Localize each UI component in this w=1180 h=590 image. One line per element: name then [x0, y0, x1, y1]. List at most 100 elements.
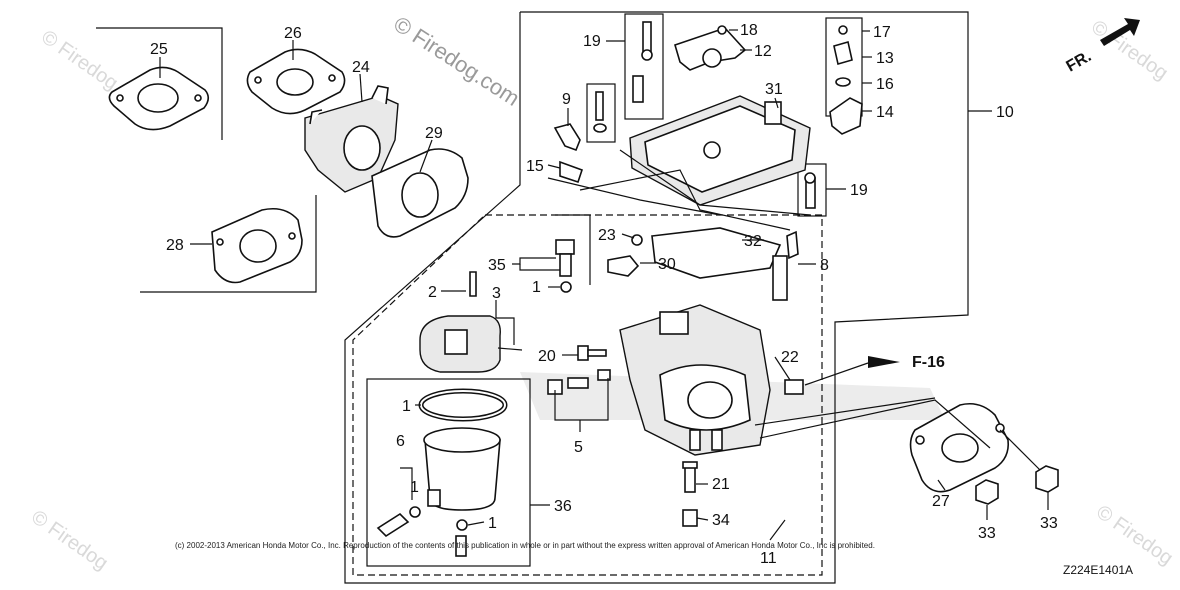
callout-36: 36	[554, 498, 572, 515]
callout-31: 31	[765, 81, 783, 98]
callout-17: 17	[873, 24, 891, 41]
callout-12: 12	[754, 43, 772, 60]
callout-27: 27	[932, 493, 950, 510]
callout-19-right: 19	[850, 182, 868, 199]
callout-35: 35	[488, 257, 506, 274]
part-12-lever-plate	[674, 27, 747, 71]
diagram-code: Z224E1401A	[1063, 563, 1133, 577]
callout-6: 6	[396, 433, 405, 450]
carburetor-body	[619, 304, 771, 456]
linkage-rod-2	[619, 149, 811, 216]
callout-24: 24	[352, 59, 370, 76]
callout-32: 32	[744, 233, 762, 250]
box-19-right	[797, 163, 827, 217]
callout-11: 11	[760, 550, 777, 567]
part-23-washer	[631, 234, 643, 246]
leader-lines	[159, 29, 1049, 541]
leader-31	[547, 177, 721, 216]
part-24-insulator	[304, 85, 399, 193]
box-19-top	[624, 13, 664, 120]
part-1-screw-bottom	[455, 519, 468, 557]
part-19-screw-top	[632, 21, 653, 103]
part-21-jet	[682, 461, 698, 493]
part-33-nut-a	[975, 479, 999, 505]
callout-1-c: 1	[410, 479, 419, 496]
group-outline-10	[520, 11, 969, 584]
watermark-faint: © Firedog	[1092, 501, 1177, 570]
callout-20: 20	[538, 348, 556, 365]
callout-21: 21	[712, 476, 730, 493]
callout-8: 8	[820, 257, 829, 274]
part-13-lever	[833, 25, 853, 87]
part-34-jet	[682, 509, 698, 527]
callout-30: 30	[658, 256, 676, 273]
leader-27-b	[759, 399, 991, 449]
callouts: 25 26 24 29 28 18 12 19 17 13 16 14 10 3…	[150, 22, 1058, 567]
part-30-float	[607, 255, 640, 277]
part-3-float	[419, 315, 523, 373]
part-22-jet	[784, 379, 804, 395]
part-36-float-bowl	[423, 427, 501, 511]
part-19-screw-right	[804, 172, 816, 209]
linkage-rod	[579, 169, 791, 231]
callout-25: 25	[150, 41, 168, 58]
callout-3: 3	[492, 285, 501, 302]
leader-33	[999, 429, 1041, 471]
box-35	[555, 214, 591, 285]
callout-26: 26	[284, 25, 302, 42]
part-1-ring-top	[560, 281, 572, 293]
part-20-screw	[577, 345, 607, 361]
group-box-25	[96, 27, 223, 140]
reference-label: F-16	[912, 354, 945, 371]
part-35-valve	[555, 239, 575, 277]
callout-13: 13	[876, 50, 894, 67]
callout-33-a: 33	[978, 525, 996, 542]
callout-1-a: 1	[532, 279, 541, 296]
part-6-screw	[376, 506, 421, 538]
part-18-washer	[717, 25, 727, 35]
box-9	[586, 83, 616, 143]
part-33-nut-b	[1035, 465, 1059, 493]
part-8-bracket	[772, 230, 799, 301]
part-28-gasket	[211, 207, 303, 284]
callout-1-d: 1	[488, 515, 497, 532]
reference-leader	[804, 362, 869, 386]
direction-label: FR.	[1064, 48, 1095, 76]
part-15-clip	[559, 160, 584, 184]
watermark-text: © Firedog.com	[389, 11, 524, 111]
part-9-screw	[593, 91, 607, 133]
callout-9: 9	[562, 91, 571, 108]
part-14-bracket	[829, 97, 863, 135]
watermark-faint: © Firedog	[37, 26, 122, 95]
leader-27-a	[754, 397, 936, 426]
callout-19-top: 19	[583, 33, 601, 50]
callout-29: 29	[425, 125, 443, 142]
callout-14: 14	[876, 104, 894, 121]
group-box-28	[140, 195, 317, 293]
group-outline-11	[352, 214, 823, 576]
callout-28: 28	[166, 237, 184, 254]
group-outline-10-left	[344, 12, 828, 584]
reference-arrow-icon	[868, 356, 900, 368]
callout-5: 5	[574, 439, 583, 456]
group-box-36	[366, 378, 531, 567]
callout-1-b: 1	[402, 398, 411, 415]
part-5-screws	[547, 369, 611, 395]
part-26-gasket	[246, 48, 346, 115]
part-27-gasket	[909, 402, 1010, 493]
callout-33-b: 33	[1040, 515, 1058, 532]
callout-16: 16	[876, 76, 894, 93]
part-29-gasket	[371, 148, 469, 238]
callout-34: 34	[712, 512, 730, 529]
part-25-gasket	[108, 66, 210, 131]
callout-15: 15	[526, 158, 544, 175]
callout-10: 10	[996, 104, 1014, 121]
callout-2: 2	[428, 284, 437, 301]
part-31-top-cover	[629, 95, 811, 206]
part-1-o-ring-inner	[420, 390, 506, 420]
callout-22: 22	[781, 349, 799, 366]
part-2-needle	[469, 271, 477, 297]
watermark-faint: © Firedog	[27, 506, 112, 575]
